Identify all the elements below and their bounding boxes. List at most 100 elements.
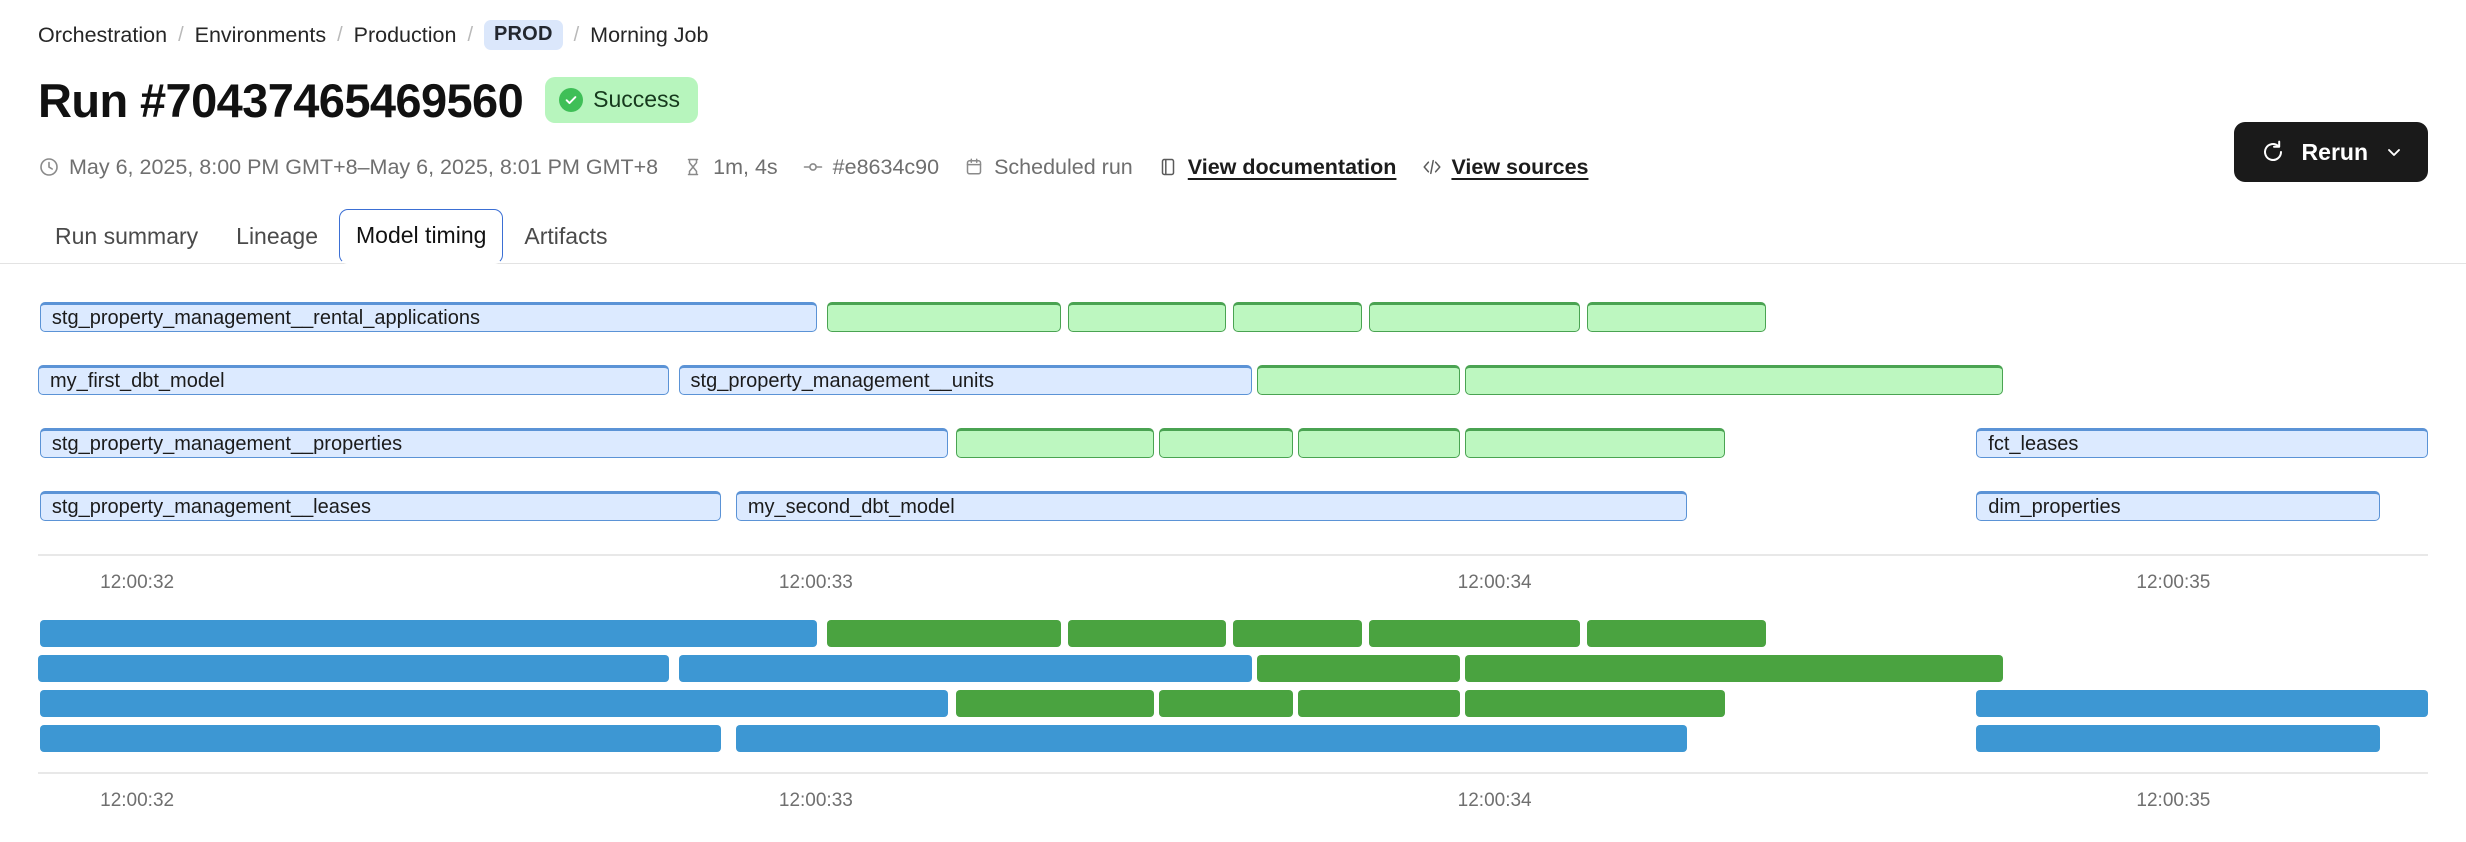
gantt-bar-test[interactable] — [955, 690, 1155, 717]
gantt-bar-test[interactable] — [1256, 655, 1461, 682]
gantt-bar-label: my_second_dbt_model — [747, 495, 955, 518]
gantt-bar-label: dim_properties — [1988, 495, 2121, 518]
gantt-bar-test[interactable] — [1976, 725, 2381, 752]
gantt-bar-test[interactable] — [678, 655, 1253, 682]
breadcrumb-separator: / — [337, 23, 343, 46]
axis-tick-label: 12:00:35 — [2136, 572, 2211, 593]
gantt-row: stg_property_management__rental_applicat… — [38, 302, 2428, 332]
view-sources-link[interactable]: View sources — [1451, 154, 1589, 179]
gantt-bar-test[interactable] — [1976, 690, 2428, 717]
gantt-row — [38, 725, 2428, 752]
tab-run-summary[interactable]: Run summary — [55, 223, 199, 249]
gantt-row — [38, 620, 2428, 647]
rerun-button[interactable]: Rerun — [2233, 122, 2428, 182]
gantt-bar-test[interactable] — [1233, 302, 1363, 332]
meta-commit: #e8634c90 — [802, 155, 939, 180]
title-row: Run #70437465469560 Success — [38, 72, 2428, 128]
meta-sources[interactable]: View sources — [1420, 155, 1588, 180]
gantt-bar-test[interactable] — [1464, 655, 2003, 682]
clock-icon — [38, 156, 60, 178]
gantt-row: stg_property_management__leases my_second… — [38, 491, 2428, 521]
model-timing-outline: stg_property_management__rental_applicat… — [38, 302, 2428, 598]
breadcrumb-item-orchestration[interactable]: Orchestration — [38, 22, 168, 47]
gantt-bar-test[interactable] — [1068, 620, 1226, 647]
meta-duration-label: 1m, 4s — [713, 154, 778, 179]
meta-commit-label: #e8634c90 — [832, 154, 940, 179]
gantt-bar-test[interactable] — [1297, 428, 1461, 458]
gantt-bar-test[interactable] — [1586, 620, 1766, 647]
page-title: Run #70437465469560 — [38, 73, 524, 127]
gantt-bar-my_first_dbt_model[interactable]: my_first_dbt_model — [38, 365, 669, 395]
gantt-bar-test[interactable] — [1464, 690, 1726, 717]
gantt-bar-test[interactable] — [1158, 428, 1293, 458]
book-icon — [1157, 156, 1179, 178]
gantt-row: my_first_dbt_model stg_property_managemen… — [38, 365, 2428, 395]
rerun-button-label: Rerun — [2301, 138, 2368, 165]
gantt-bar-label: stg_property_management__properties — [51, 432, 403, 455]
gantt-bar-test[interactable] — [1158, 690, 1293, 717]
status-badge: Success — [545, 77, 699, 123]
gantt-bar-my_second_dbt_model[interactable]: my_second_dbt_model — [735, 491, 1688, 521]
gantt-bar-stg_property_management__rental_applications[interactable]: stg_property_management__rental_applicat… — [39, 302, 817, 332]
gantt-bar-test[interactable] — [39, 690, 949, 717]
status-badge-label: Success — [593, 86, 681, 112]
breadcrumb-separator: / — [467, 23, 473, 46]
meta-duration: 1m, 4s — [682, 155, 778, 180]
meta-docs[interactable]: View documentation — [1157, 154, 1397, 180]
gantt-bar-test[interactable] — [38, 655, 669, 682]
breadcrumb-item-production[interactable]: Production — [353, 22, 457, 47]
gantt-row — [38, 690, 2428, 717]
tab-model-timing[interactable]: Model timing — [339, 209, 504, 264]
gantt-bar-test[interactable] — [735, 725, 1688, 752]
gantt-bar-dim_properties[interactable]: dim_properties — [1976, 491, 2381, 521]
meta-trigger: Scheduled run — [963, 155, 1133, 180]
gantt-bar-stg_property_management__properties[interactable]: stg_property_management__properties — [39, 428, 949, 458]
gantt-bar-label: stg_property_management__units — [690, 369, 995, 392]
gantt-bar-test[interactable] — [1369, 620, 1580, 647]
breadcrumb-separator: / — [573, 23, 580, 46]
gantt-bar-label: my_first_dbt_model — [50, 369, 225, 392]
gantt-bar-test[interactable] — [1297, 690, 1461, 717]
code-icon — [1420, 156, 1442, 178]
gantt-bar-test[interactable] — [39, 620, 817, 647]
axis-tick-label: 12:00:32 — [100, 790, 175, 811]
meta-timerange-label: May 6, 2025, 8:00 PM GMT+8–May 6, 2025, … — [69, 154, 659, 179]
axis-tick-label: 12:00:35 — [2136, 790, 2211, 811]
gantt-bar-test[interactable] — [1068, 302, 1226, 332]
breadcrumb-item-environments[interactable]: Environments — [194, 22, 327, 47]
gantt-bar-label: fct_leases — [1988, 432, 2079, 455]
gantt-bar-test[interactable] — [826, 620, 1061, 647]
gantt-bar-test[interactable] — [1369, 302, 1580, 332]
gantt-bar-label: stg_property_management__rental_applicat… — [51, 306, 480, 329]
model-timing-gantt: stg_property_management__rental_applicat… — [38, 302, 2428, 816]
gantt-row — [38, 655, 2428, 682]
gantt-bar-stg_property_management__units[interactable]: stg_property_management__units — [678, 365, 1253, 395]
axis-tick-label: 12:00:34 — [1457, 572, 1532, 593]
gantt-bar-test[interactable] — [826, 302, 1061, 332]
gantt-bar-test[interactable] — [1256, 365, 1461, 395]
breadcrumb-separator: / — [178, 23, 184, 46]
rerun-icon — [2260, 139, 2286, 165]
gantt-bar-test[interactable] — [1464, 365, 2003, 395]
gantt-row: stg_property_management__properties fct_l… — [38, 428, 2428, 458]
gantt-bar-label: stg_property_management__leases — [51, 495, 371, 518]
gantt-bar-test[interactable] — [1586, 302, 1766, 332]
axis-line — [38, 554, 2428, 556]
gantt-bar-test[interactable] — [1464, 428, 1726, 458]
tab-artifacts[interactable]: Artifacts — [524, 223, 608, 249]
axis-tick-label: 12:00:34 — [1457, 790, 1532, 811]
gantt-bar-test[interactable] — [955, 428, 1155, 458]
meta-trigger-label: Scheduled run — [994, 154, 1133, 179]
axis-line — [38, 772, 2428, 774]
gantt-bar-fct_leases[interactable]: fct_leases — [1976, 428, 2428, 458]
breadcrumb-item-morning-job: Morning Job — [590, 22, 709, 47]
hourglass-icon — [682, 156, 704, 178]
gantt-bar-test[interactable] — [39, 725, 722, 752]
gantt-bar-test[interactable] — [1233, 620, 1363, 647]
gantt-bar-stg_property_management__leases[interactable]: stg_property_management__leases — [39, 491, 722, 521]
tab-lineage[interactable]: Lineage — [236, 223, 319, 249]
chevron-down-icon[interactable] — [2384, 142, 2404, 162]
view-documentation-link[interactable]: View documentation — [1187, 154, 1397, 179]
